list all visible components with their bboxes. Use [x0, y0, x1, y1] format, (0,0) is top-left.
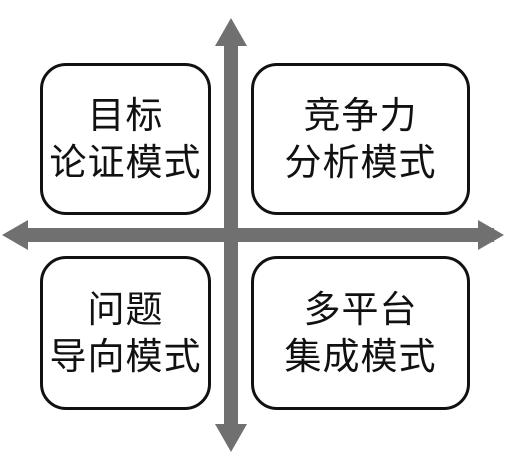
quadrant-subtitle: 分析模式 — [284, 141, 437, 184]
down-arrow-icon — [215, 424, 247, 452]
left-arrow-icon — [2, 220, 28, 250]
quadrant-subtitle: 集成模式 — [284, 335, 437, 378]
quadrant-subtitle: 导向模式 — [49, 335, 202, 378]
quadrant-problem-oriented-mode: 问题 导向模式 — [40, 256, 211, 410]
quadrant-title: 多平台 — [303, 287, 418, 331]
quadrant-competitiveness-analysis-mode: 竞争力 分析模式 — [251, 63, 470, 215]
quadrant-title: 竞争力 — [303, 93, 418, 137]
quadrant-title: 目标 — [87, 93, 164, 137]
quadrant-multi-platform-integration-mode: 多平台 集成模式 — [251, 256, 470, 410]
quadrant-title: 问题 — [87, 287, 164, 331]
quadrant-subtitle: 论证模式 — [49, 141, 202, 184]
up-arrow-icon — [215, 18, 247, 46]
quadrant-goal-argumentation-mode: 目标 论证模式 — [40, 63, 211, 215]
right-arrow-icon — [478, 220, 504, 250]
horizontal-axis-shaft — [24, 228, 494, 242]
